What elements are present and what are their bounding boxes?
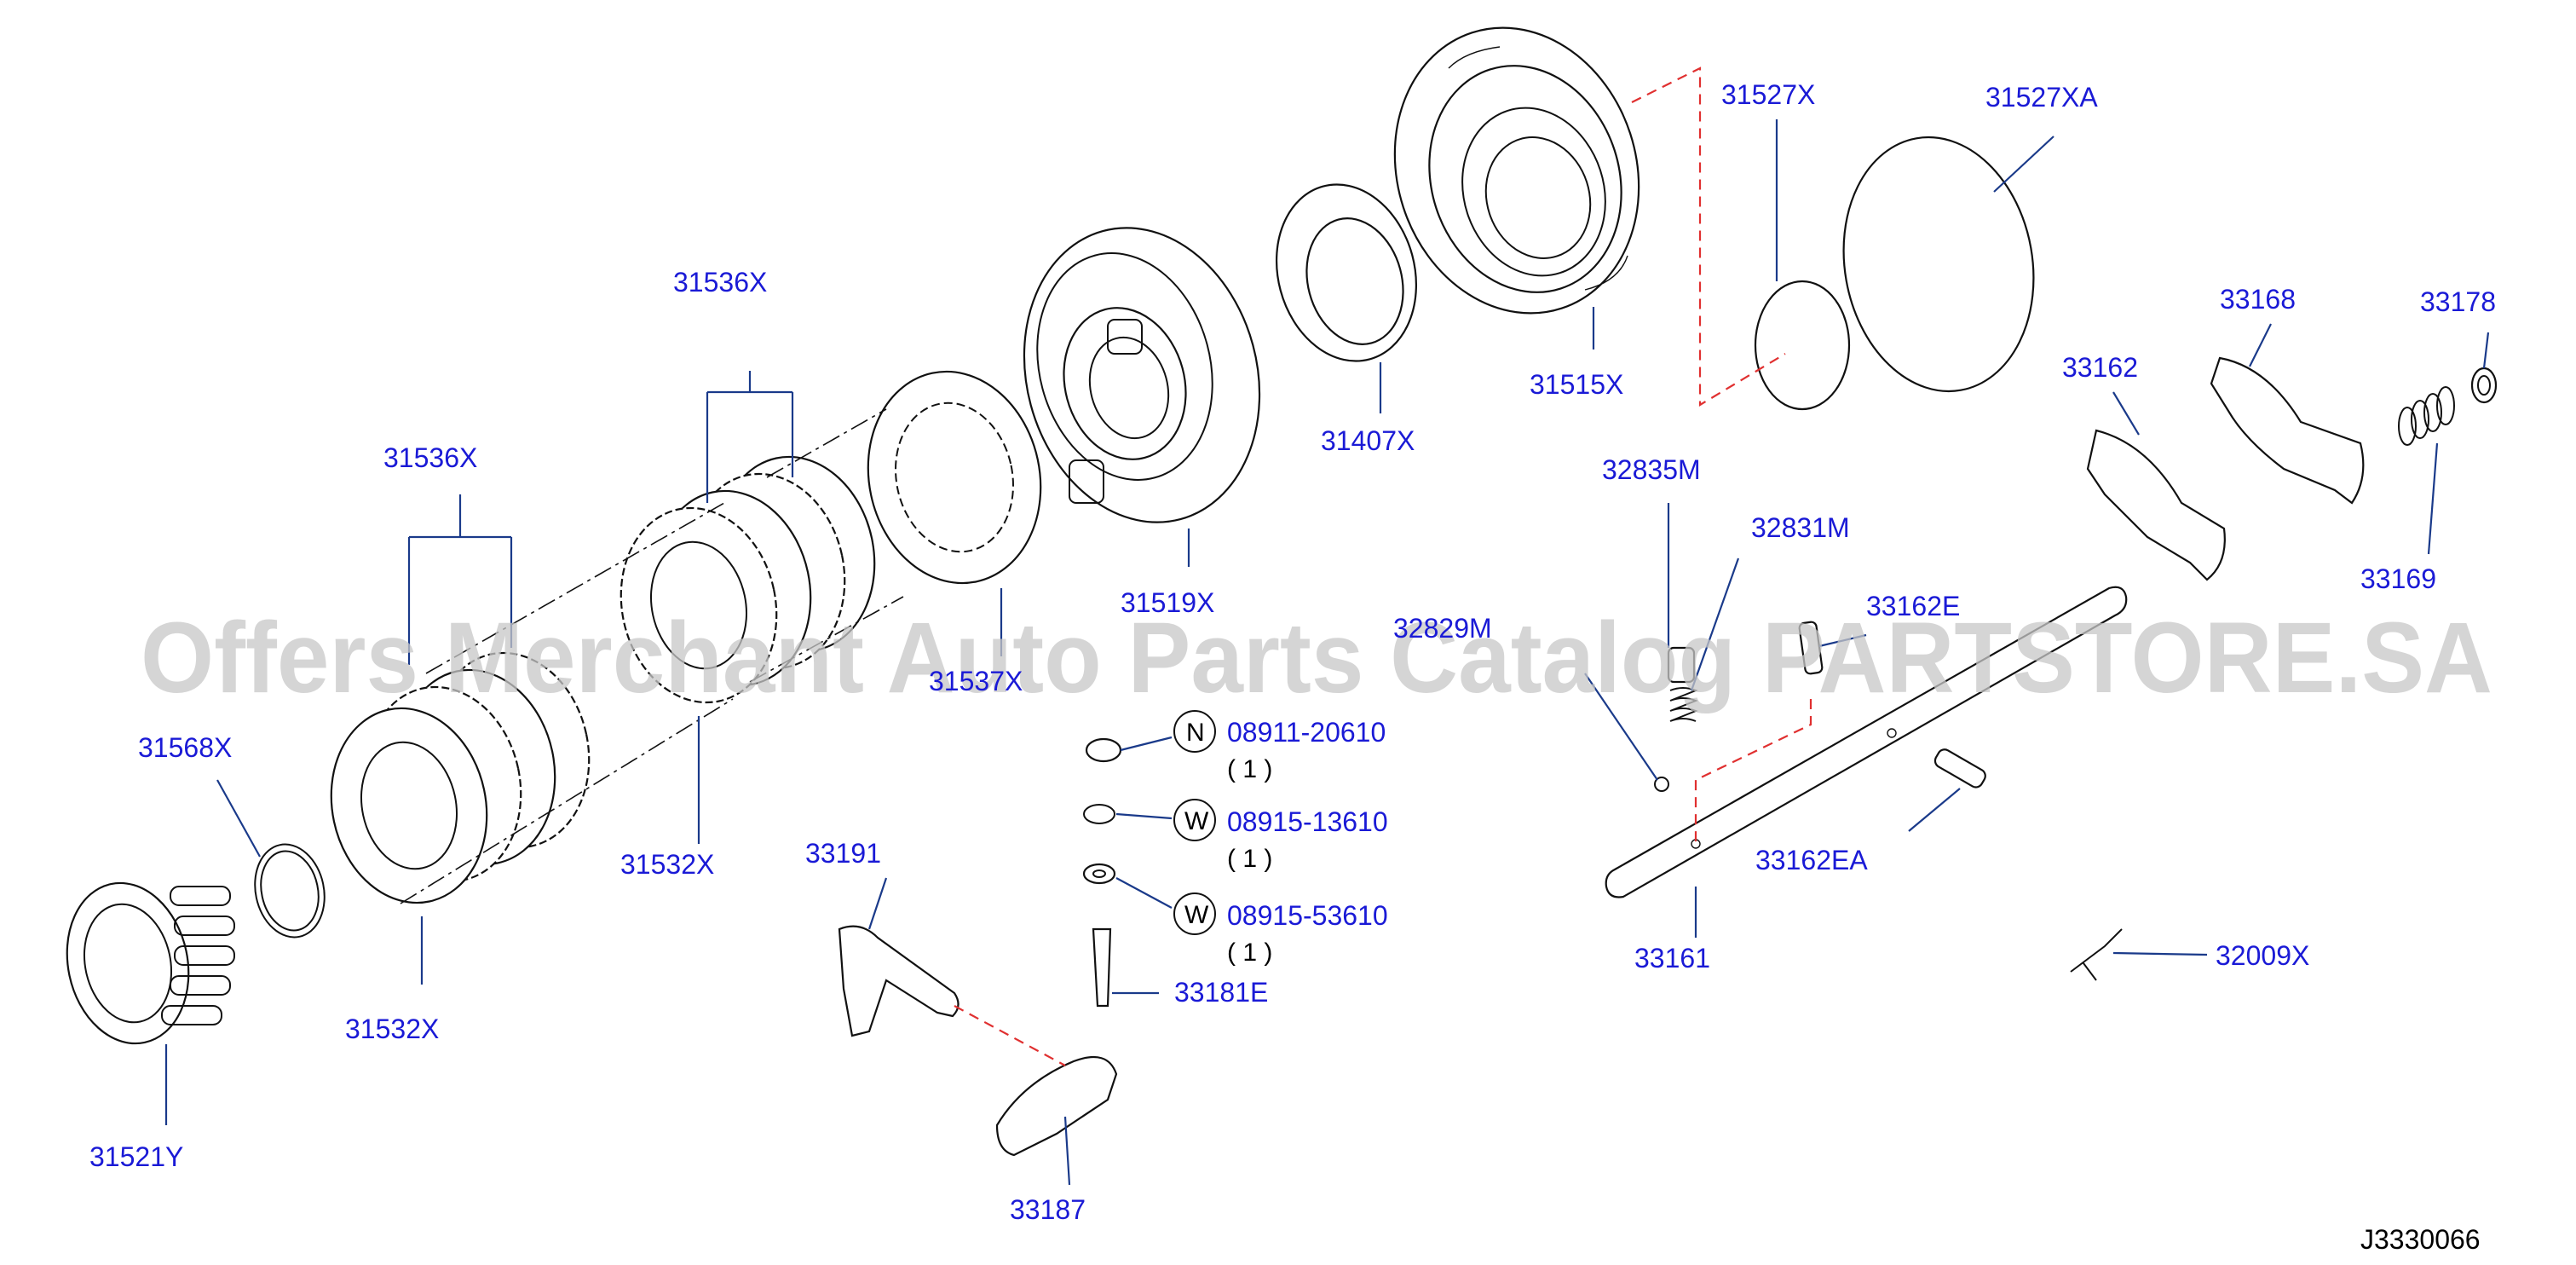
part-31537x-plate (867, 370, 1042, 585)
diagram-id: J3330066 (2360, 1224, 2481, 1255)
part-33181e-stud (1092, 927, 1112, 1008)
fastener-symbol: W (1184, 901, 1209, 929)
part-clutch-pack-lower (330, 651, 591, 904)
label-31532x-lower: 31532X (345, 1014, 439, 1044)
part-fastener-washer-1 (1083, 804, 1115, 824)
clutch-pack-envelope (400, 408, 904, 904)
fastener-symbol-circle (1173, 710, 1216, 753)
label-31527xa: 31527XA (1985, 82, 2098, 113)
part-31515x-drum (1393, 26, 1640, 315)
dashed-link-33191 (954, 1005, 1066, 1066)
part-33178-washer (2470, 367, 2498, 404)
label-31521y: 31521Y (89, 1141, 183, 1172)
part-fastener-washer-2 (1082, 863, 1116, 885)
part-31568x-snap-ring (254, 843, 326, 939)
part-33162ea-pin (1933, 748, 1986, 788)
label-31515x: 31515X (1530, 369, 1623, 400)
part-32009x-clip (2070, 928, 2123, 981)
dashed-link-31527x (1631, 66, 1786, 407)
label-33162e: 33162E (1866, 591, 1960, 621)
fastener-code: 08915-13610 (1227, 806, 1388, 837)
leader-lines (164, 119, 2490, 1186)
part-33162e-pin (1798, 621, 1824, 675)
part-31519x-piston (1023, 227, 1261, 523)
label-31519x: 31519X (1121, 587, 1214, 618)
fastener-callout-2: W 08915-13610 ( 1 ) (1173, 799, 1388, 873)
label-31536x-upper: 31536X (673, 267, 767, 297)
label-33161: 33161 (1634, 943, 1710, 973)
part-31407x-ring (1275, 183, 1418, 362)
fastener-qty: ( 1 ) (1227, 755, 1272, 783)
label-33187: 33187 (1010, 1194, 1086, 1225)
part-33162-shift-fork (2086, 429, 2226, 581)
fastener-symbol-circle (1173, 892, 1216, 935)
part-31527x-seal (1754, 280, 1851, 411)
part-31527xa-seal (1842, 136, 2035, 393)
dashed-link-33162e (1694, 699, 1812, 844)
part-fastener-nut (1085, 737, 1122, 763)
label-31536x-lower: 31536X (383, 442, 477, 473)
fastener-qty: ( 1 ) (1227, 845, 1272, 873)
fastener-callout-3: W 08915-53610 ( 1 ) (1173, 892, 1388, 967)
label-33181e: 33181E (1174, 977, 1268, 1008)
part-detent-assembly (1654, 646, 1698, 792)
fastener-symbol: N (1186, 719, 1205, 747)
label-33162: 33162 (2062, 352, 2138, 383)
label-32829m: 32829M (1393, 613, 1492, 644)
label-31568x: 31568X (138, 732, 232, 763)
part-31521y-spring-retainer (66, 881, 235, 1045)
part-33187-lever (995, 1055, 1118, 1157)
part-33169-spring (2398, 386, 2455, 446)
fastener-symbol: W (1184, 807, 1209, 835)
watermark-text: Offers Merchant Auto Parts Catalog PARTS… (141, 602, 2492, 714)
label-33169: 33169 (2360, 563, 2436, 594)
label-33191: 33191 (805, 838, 881, 869)
label-32009x: 32009X (2216, 940, 2309, 971)
part-33191-lever (838, 925, 960, 1037)
fastener-code: 08911-20610 (1227, 717, 1386, 748)
label-32835m: 32835M (1602, 454, 1701, 485)
fastener-code: 08915-53610 (1227, 900, 1388, 931)
label-33168: 33168 (2220, 284, 2296, 315)
label-31527x: 31527X (1721, 79, 1815, 110)
fastener-qty: ( 1 ) (1227, 939, 1272, 967)
fastener-symbol-circle (1173, 799, 1216, 841)
label-31537x: 31537X (929, 666, 1023, 696)
part-clutch-pack-upper (620, 455, 876, 704)
label-32831m: 32831M (1751, 512, 1850, 543)
label-31532x-upper: 31532X (620, 849, 714, 880)
label-33162ea: 33162EA (1755, 845, 1868, 875)
label-33178: 33178 (2420, 286, 2496, 317)
part-33168-shift-fork (2210, 356, 2365, 505)
fastener-callout-1: N 08911-20610 ( 1 ) (1173, 710, 1386, 783)
label-31407x: 31407X (1321, 425, 1415, 456)
